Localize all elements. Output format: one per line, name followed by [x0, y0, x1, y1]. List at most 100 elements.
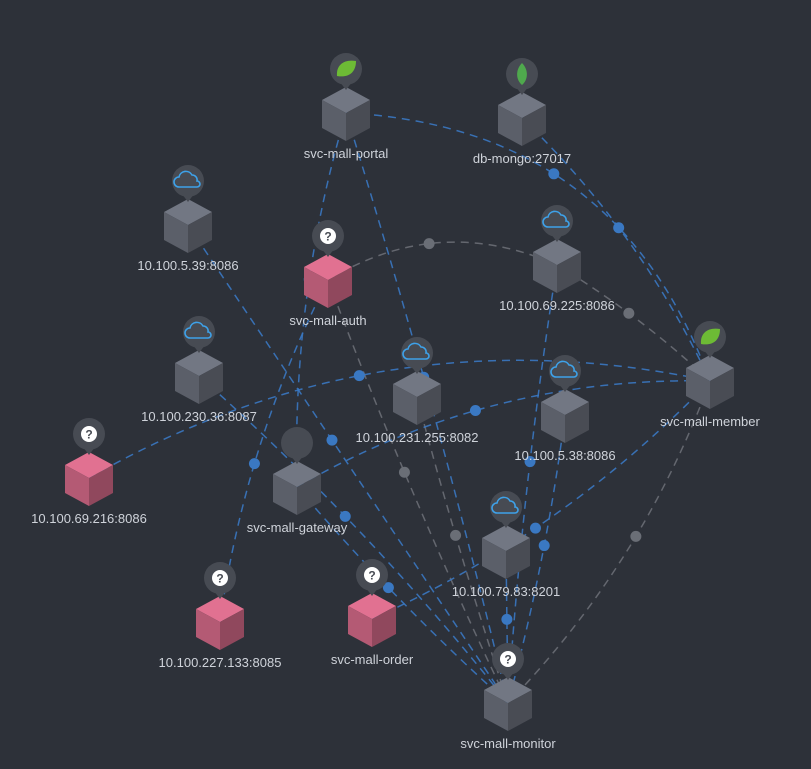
node-10-100-231-255[interactable]: 10.100.231.255:8082 10.100.231.255:8082 [356, 337, 479, 445]
node-label: svc-mall-monitor [460, 736, 556, 751]
link-n539-monitor[interactable] [187, 224, 509, 704]
icon-badge-pointer [559, 384, 571, 392]
node-label: 10.100.227.133:8085 [159, 655, 282, 670]
link-gateway-member[interactable] [296, 380, 711, 488]
icon-badge [401, 337, 433, 369]
svg-text:?: ? [85, 428, 92, 442]
node-svc-mall-gateway[interactable]: svc-mall-gateway svc-mall-gateway [247, 427, 348, 535]
node-cube [322, 87, 370, 141]
link-mongo-member[interactable] [521, 117, 711, 382]
link-flow-dot [548, 168, 560, 180]
node-svc-mall-monitor[interactable]: svc-mall-monitor ?svc-mall-monitor [460, 643, 556, 751]
link-gateway-monitor[interactable] [296, 486, 509, 704]
node-db-mongo[interactable]: db-mongo:27017 db-mongo:27017 [473, 58, 571, 166]
icon-badge-pointer [193, 345, 205, 353]
link-path [556, 264, 711, 382]
link-path [187, 224, 509, 704]
node-cube [273, 461, 321, 515]
link-path [416, 396, 509, 704]
link-path [507, 264, 558, 704]
cloud-icon [542, 210, 570, 228]
node-10-100-69-225[interactable]: 10.100.69.225:8086 10.100.69.225:8086 [499, 205, 615, 313]
node-label: 10.100.231.255:8082 [356, 430, 479, 445]
node-label: 10.100.69.225:8086 [499, 298, 615, 313]
node-cube [175, 350, 223, 404]
link-n69225-monitor[interactable] [507, 264, 558, 704]
icon-badge-pointer [182, 194, 194, 202]
link-n231255-monitor[interactable] [416, 396, 509, 704]
icon-badge [490, 491, 522, 523]
node-cube [541, 389, 589, 443]
link-path [521, 117, 711, 382]
node-icon: ? [204, 562, 236, 599]
node-cube [348, 593, 396, 647]
node-cube [65, 452, 113, 506]
link-flow-dot [529, 522, 541, 534]
icon-badge-pointer [214, 591, 226, 599]
node-cube [533, 239, 581, 293]
link-flow-dot [450, 529, 462, 541]
link-path [327, 241, 558, 281]
node-icon [541, 205, 573, 242]
spring-leaf-icon [700, 328, 720, 345]
cloud-icon [184, 321, 212, 339]
node-icon [694, 321, 726, 358]
node-10-100-5-38[interactable]: 10.100.5.38:8086 10.100.5.38:8086 [514, 355, 616, 463]
mongodb-leaf-icon [517, 63, 527, 85]
svg-text:?: ? [216, 572, 223, 586]
node-10-100-230-36[interactable]: 10.100.230.36:8087 10.100.230.36:8087 [141, 316, 257, 424]
question-icon: ? [320, 228, 336, 244]
node-svc-mall-auth[interactable]: svc-mall-auth ?svc-mall-auth [289, 220, 367, 328]
link-flow-dot [398, 466, 410, 478]
node-icon: ? [312, 220, 344, 257]
link-path [219, 279, 329, 623]
link-order-member[interactable] [371, 380, 711, 620]
link-n69225-member[interactable] [556, 264, 711, 382]
cloud-icon [491, 496, 519, 514]
link-auth-n69225[interactable] [327, 238, 558, 281]
cloud-icon [173, 170, 201, 188]
link-flow-dot [382, 582, 394, 594]
link-n227133-auth[interactable] [219, 279, 329, 623]
node-svc-mall-portal[interactable]: svc-mall-portal svc-mall-portal [304, 53, 389, 161]
link-flow-dot [353, 370, 365, 382]
node-icon: ? [356, 559, 388, 596]
node-label: 10.100.79.83:8201 [452, 584, 560, 599]
link-flow-dot [469, 405, 481, 417]
node-cube [498, 92, 546, 146]
node-cube [393, 371, 441, 425]
node-10-100-69-216[interactable]: 10.100.69.216:8086 ?10.100.69.216:8086 [31, 418, 147, 526]
link-flow-dot [501, 613, 513, 625]
node-10-100-79-83[interactable]: 10.100.79.83:8201 10.100.79.83:8201 [452, 491, 560, 599]
icon-badge [541, 205, 573, 237]
node-icon: ? [492, 643, 524, 680]
link-flow-dot [613, 222, 625, 234]
node-label: svc-mall-portal [304, 146, 389, 161]
link-auth-monitor[interactable] [327, 279, 509, 704]
node-10-100-5-39[interactable]: 10.100.5.39:8086 10.100.5.39:8086 [137, 165, 239, 273]
link-portal-member[interactable] [345, 112, 711, 382]
node-10-100-227-133[interactable]: 10.100.227.133:8085 ?10.100.227.133:8085 [159, 562, 282, 670]
node-icon [506, 58, 538, 95]
link-flow-dot [248, 458, 260, 470]
link-path [296, 380, 711, 488]
icon-badge-pointer [291, 456, 303, 464]
link-path [345, 112, 711, 382]
link-flow-dot [524, 456, 536, 468]
link-n23036-monitor[interactable] [198, 375, 509, 704]
svg-text:?: ? [368, 569, 375, 583]
node-svc-mall-member[interactable]: svc-mall-member svc-mall-member [660, 321, 761, 429]
nodes-layer: svc-mall-portal svc-mall-portal db-mongo… [31, 53, 761, 751]
node-icon [490, 491, 522, 528]
link-member-monitor[interactable] [507, 380, 711, 704]
node-label: db-mongo:27017 [473, 151, 571, 166]
question-icon: ? [500, 651, 516, 667]
icon-badge-pointer [551, 234, 563, 242]
svg-text:?: ? [324, 230, 331, 244]
icon-badge-pointer [500, 520, 512, 528]
link-n69216-member[interactable] [88, 359, 711, 479]
link-path [327, 279, 509, 704]
node-svc-mall-order[interactable]: svc-mall-order ?svc-mall-order [331, 559, 414, 667]
icon-badge-pointer [366, 588, 378, 596]
